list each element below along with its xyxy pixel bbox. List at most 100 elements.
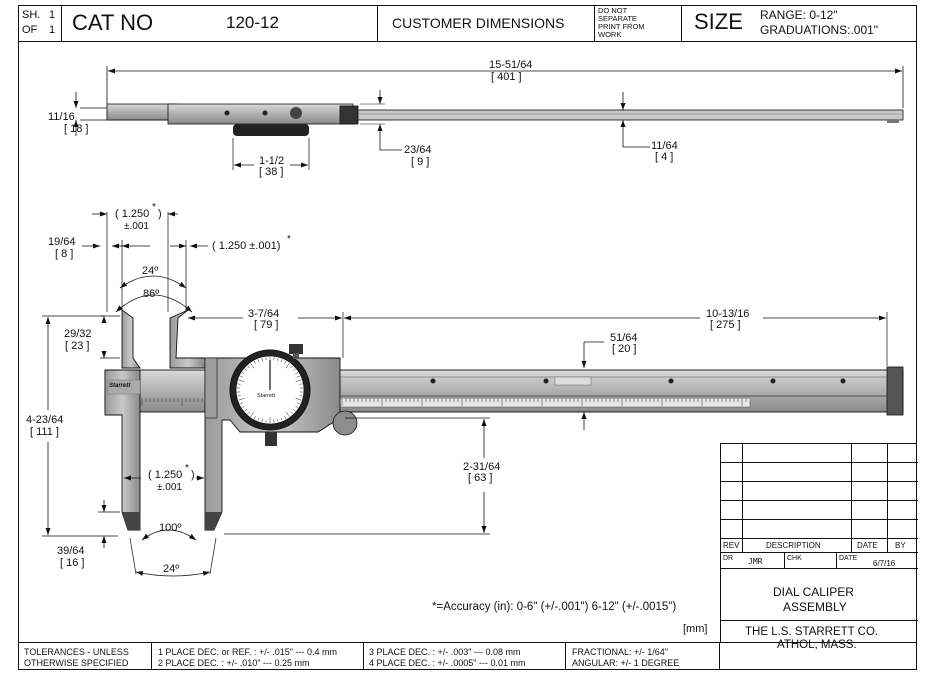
rev-row — [721, 444, 918, 463]
title-line-2: ASSEMBLY — [783, 600, 847, 614]
step-mm: [ 9 ] — [411, 156, 430, 168]
rev-label: REV — [723, 541, 740, 550]
drawn-row — [721, 553, 918, 569]
sheet-number: 1 — [49, 9, 56, 21]
date-header-label: DATE — [857, 541, 878, 550]
drawn-value: JMR — [748, 557, 763, 566]
two-place-tol: 2 PLACE DEC. : +/- .010" --- 0.25 mm — [158, 658, 310, 668]
jaw-depth-dim: 2-31/64 — [463, 461, 501, 473]
accuracy-note: *=Accuracy (in): 0-6" (+/-.001") 6-12" (… — [432, 601, 677, 613]
drawn-label: DR — [723, 555, 734, 562]
jaw-depth-mm: [ 63 ] — [468, 472, 493, 484]
tip-width-dim: 19/64 — [48, 236, 76, 248]
sheet-label: SH. — [22, 9, 41, 21]
customer-dimensions: CUSTOMER DIMENSIONS — [392, 15, 565, 31]
cat-cell: CAT NO 120-12 — [62, 5, 378, 41]
beam-width-dim: 51/64 — [610, 332, 638, 344]
inside-jaw-accuracy: ( 1.250 — [115, 208, 150, 220]
cat-label: CAT NO — [72, 10, 154, 35]
range-text: RANGE: 0-12" — [760, 8, 838, 22]
angle-86: 86º — [143, 288, 160, 300]
four-place-tol: 4 PLACE DEC. : +/- .0005" --- 0.01 mm — [369, 658, 526, 668]
inside-jaw-2-star: * — [287, 234, 291, 245]
outside-accuracy-tol: ±.001 — [157, 482, 182, 493]
total-height-dim: 4-23/64 — [26, 414, 64, 426]
unit-note: [mm] — [683, 623, 708, 635]
total-height-mm: [ 111 ] — [30, 426, 59, 438]
of-number: 1 — [49, 24, 56, 36]
overall-length-dim: 15-51/64 — [489, 59, 533, 71]
rev-row — [721, 520, 918, 539]
rev-row — [721, 501, 918, 520]
customer-dims-cell: CUSTOMER DIMENSIONS — [378, 5, 595, 41]
outside-accuracy-close: ) — [191, 469, 195, 481]
slider-to-jaw-mm: [ 79 ] — [254, 319, 279, 331]
revision-block: REV DESCRIPTION DATE BY DR JMR CHK DATE … — [720, 443, 918, 651]
drawing-frame — [18, 5, 917, 670]
inside-jaw-accuracy-close: ) — [158, 208, 162, 220]
outside-accuracy: ( 1.250 — [148, 469, 183, 481]
size-label: SIZE — [694, 9, 743, 34]
top-view — [73, 66, 904, 170]
beam-thickness-dim: 11/64 — [651, 140, 678, 152]
angular-tol: ANGULAR: +/- 1 DEGREE — [572, 658, 680, 668]
do-not-line: DO NOT — [598, 6, 628, 15]
title-header: SH. 1 OF 1 CAT NO 120-12 CUSTOMER DIMENS… — [18, 5, 917, 42]
of-label: OF — [22, 24, 38, 36]
overall-length-mm: [ 401 ] — [491, 71, 522, 83]
title-line-1: DIAL CALIPER — [773, 585, 854, 599]
decimal-cell-1: 1 PLACE DEC. or REF. : +/- .015" --- 0.4… — [152, 643, 364, 670]
cat-value: 120-12 — [226, 13, 279, 32]
tolerance-line-2: OTHERWISE SPECIFIED — [24, 658, 129, 668]
three-place-tol: 3 PLACE DEC. : +/- .003" --- 0.08 mm — [369, 647, 521, 657]
rev-row — [721, 482, 918, 501]
tolerance-footer: TOLERANCES - UNLESS OTHERWISE SPECIFIED … — [18, 642, 917, 670]
dial-ticks — [237, 357, 303, 423]
one-place-tol: 1 PLACE DEC. or REF. : +/- .015" --- 0.4… — [158, 647, 337, 657]
beam-rest-mm: [ 275 ] — [710, 319, 741, 331]
outside-accuracy-star: * — [185, 463, 189, 474]
brand-logo: Starrett — [109, 383, 131, 389]
decimal-cell-2: 3 PLACE DEC. : +/- .003" --- 0.08 mm 4 P… — [364, 643, 566, 670]
tip-thickness-dim: 39/64 — [57, 545, 85, 557]
angle-100: 100º — [159, 522, 182, 534]
tolerance-line-1: TOLERANCES - UNLESS — [24, 647, 129, 657]
tip-width-mm: [ 8 ] — [55, 248, 74, 260]
beam-thickness-mm: [ 4 ] — [655, 151, 674, 163]
sheet-cell: SH. 1 OF 1 — [18, 5, 62, 41]
tip-thickness-mm: [ 16 ] — [60, 557, 85, 569]
do-not-line: PRINT FROM — [598, 22, 645, 31]
description-label: DESCRIPTION — [766, 541, 821, 550]
fraction-cell: FRACTIONAL: +/- 1/64" ANGULAR: +/- 1 DEG… — [566, 643, 720, 670]
inside-jaw-accuracy-star: * — [152, 202, 156, 213]
tolerance-cell: TOLERANCES - UNLESS OTHERWISE SPECIFIED — [18, 643, 152, 670]
height-mm: [ 18 ] — [64, 123, 89, 135]
by-label: BY — [895, 541, 906, 550]
angle-24-top: 24º — [142, 265, 159, 277]
inside-jaw-length-mm: [ 23 ] — [65, 340, 90, 352]
graduations-text: GRADUATIONS:.001" — [760, 23, 879, 37]
front-view — [42, 211, 904, 577]
do-not-cell: DO NOT SEPARATE PRINT FROM WORK — [595, 5, 682, 41]
scale-ticks — [141, 398, 747, 406]
date-value: 6/7/16 — [873, 559, 896, 568]
inside-jaw-length-dim: 29/32 — [64, 328, 92, 340]
inside-jaw-accuracy-tol: ±.001 — [124, 221, 149, 232]
dial-width-mm: [ 38 ] — [259, 166, 284, 178]
dial-width-dim: 1-1/2 — [259, 155, 285, 167]
rev-row — [721, 463, 918, 482]
fractional-tol: FRACTIONAL: +/- 1/64" — [572, 647, 668, 657]
do-not-line: SEPARATE — [598, 14, 637, 23]
inside-jaw-2-dim: ( 1.250 ±.001) — [212, 240, 281, 252]
check-label: CHK — [787, 555, 802, 562]
height-dim: 11/16 — [48, 111, 75, 123]
company-name: THE L.S. STARRETT CO. — [745, 626, 879, 638]
beam-rest-dim: 10-13/16 — [706, 308, 750, 320]
date-label: DATE — [839, 555, 858, 562]
step-dim: 23/64 — [404, 144, 432, 156]
slider-to-jaw-dim: 3-7/64 — [248, 308, 280, 320]
title-row — [721, 569, 918, 621]
dial-brand: Starrett — [257, 393, 276, 399]
rev-header-row — [721, 539, 918, 553]
